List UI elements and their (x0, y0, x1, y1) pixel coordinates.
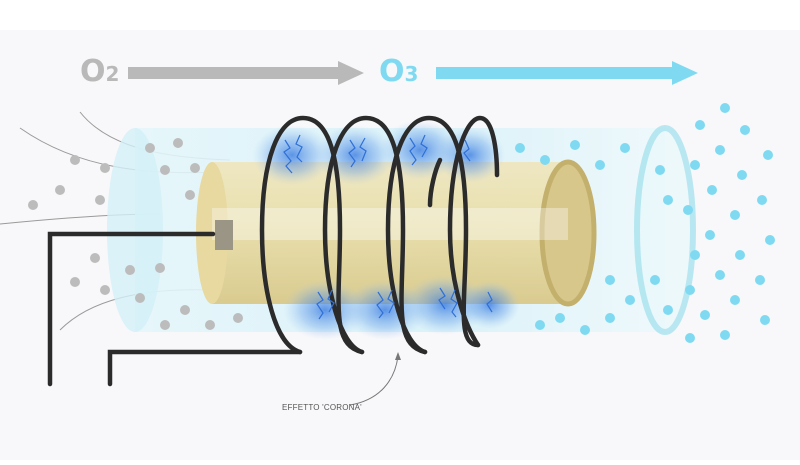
arrow-right-icon (338, 61, 364, 85)
spark-icon (283, 134, 493, 320)
input-gas-label: O2 (80, 54, 119, 89)
input-molecules (28, 138, 243, 330)
input-gas-subscript: 2 (105, 62, 120, 86)
corona-effect-caption: EFFETTO 'CORONA' (282, 403, 362, 412)
input-arrow (128, 61, 364, 85)
output-gas-symbol: O (379, 54, 405, 89)
molecule-dot-icon (70, 155, 80, 165)
coil-icon (47, 115, 500, 387)
caption-pointer (349, 355, 399, 406)
pointer-arrowhead (395, 352, 401, 360)
arrow-right-icon (672, 61, 698, 85)
output-gas-subscript: 3 (404, 62, 419, 86)
output-arrow (436, 61, 698, 85)
corona-glows (252, 120, 520, 340)
electrode-icon (215, 220, 233, 250)
output-molecules (515, 103, 775, 343)
output-gas-label: O3 (379, 54, 418, 89)
input-gas-symbol: O (80, 54, 106, 89)
